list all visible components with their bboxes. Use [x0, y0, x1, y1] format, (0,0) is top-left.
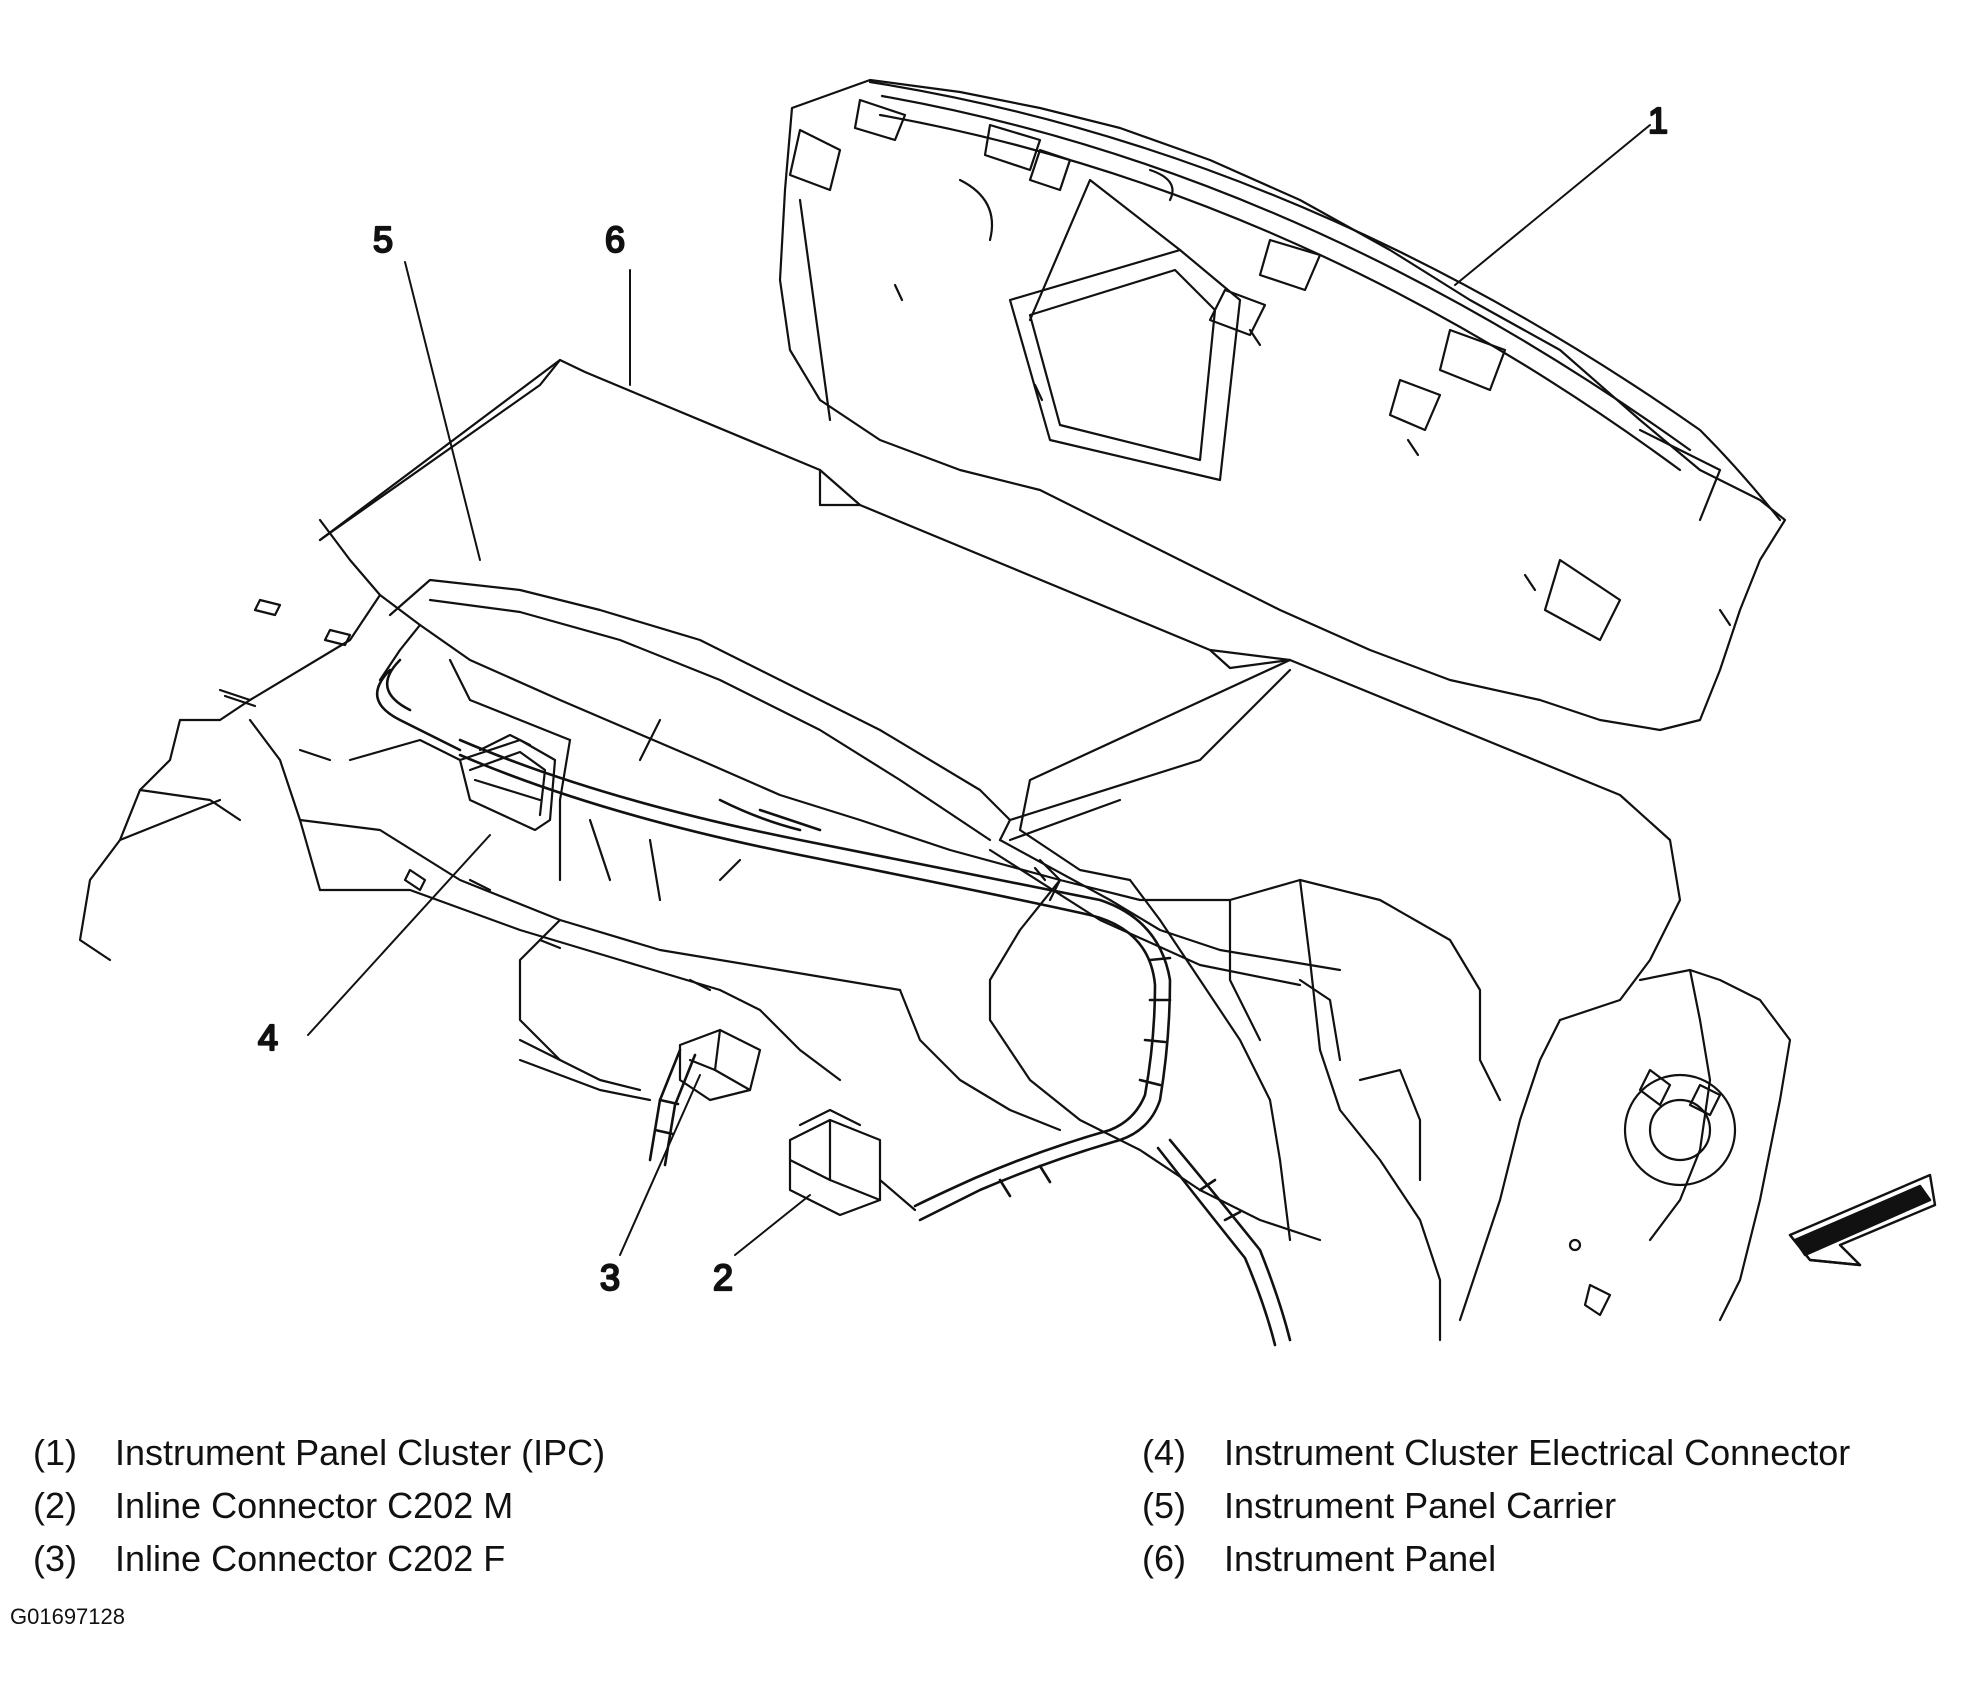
instrument-panel-cluster [778, 78, 1787, 732]
inline-connector-c202-f [678, 1028, 762, 1102]
legend-text: Instrument Panel [1224, 1538, 1497, 1579]
callout-3: 3 [600, 1257, 620, 1298]
instrument-panel-carrier [388, 578, 1342, 987]
legend-text: Inline Connector C202 M [115, 1485, 514, 1526]
legend-number: (1) [33, 1432, 77, 1473]
callout-1: 1 [1648, 100, 1668, 141]
direction-arrow-icon [1788, 1173, 1937, 1267]
callout-5: 5 [373, 219, 393, 260]
legend-number: (2) [33, 1485, 77, 1526]
instrument-panel [78, 358, 1792, 1342]
legend-left-column: (1) Instrument Panel Cluster (IPC) (2) I… [33, 1426, 605, 1585]
legend-text: Instrument Cluster Electrical Connector [1224, 1432, 1851, 1473]
callout-4: 4 [258, 1017, 278, 1058]
legend-item: (6) Instrument Panel [1142, 1532, 1850, 1585]
legend-text: Instrument Panel Cluster (IPC) [115, 1432, 606, 1473]
legend-number: (4) [1142, 1432, 1186, 1473]
legend-text: Inline Connector C202 F [115, 1538, 506, 1579]
callout-6: 6 [605, 219, 625, 260]
instrument-panel-diagram: 1 2 3 4 5 6 [78, 78, 1937, 1347]
leader-lines [307, 124, 1651, 1256]
callout-2: 2 [713, 1257, 733, 1298]
inline-connector-c202-m [788, 1108, 917, 1217]
legend-item: (1) Instrument Panel Cluster (IPC) [33, 1426, 605, 1479]
legend-item: (5) Instrument Panel Carrier [1142, 1479, 1850, 1532]
legend-item: (2) Inline Connector C202 M [33, 1479, 605, 1532]
legend-item: (3) Inline Connector C202 F [33, 1532, 605, 1585]
wiring-harness [375, 658, 1292, 1347]
legend-number: (6) [1142, 1538, 1186, 1579]
legend-number: (5) [1142, 1485, 1186, 1526]
legend-item: (4) Instrument Cluster Electrical Connec… [1142, 1426, 1850, 1479]
instrument-cluster-electrical-connector [458, 733, 557, 832]
legend-right-column: (4) Instrument Cluster Electrical Connec… [1142, 1426, 1850, 1585]
figure-id: G01697128 [10, 1604, 125, 1629]
legend-number: (3) [33, 1538, 77, 1579]
legend-text: Instrument Panel Carrier [1224, 1485, 1617, 1526]
